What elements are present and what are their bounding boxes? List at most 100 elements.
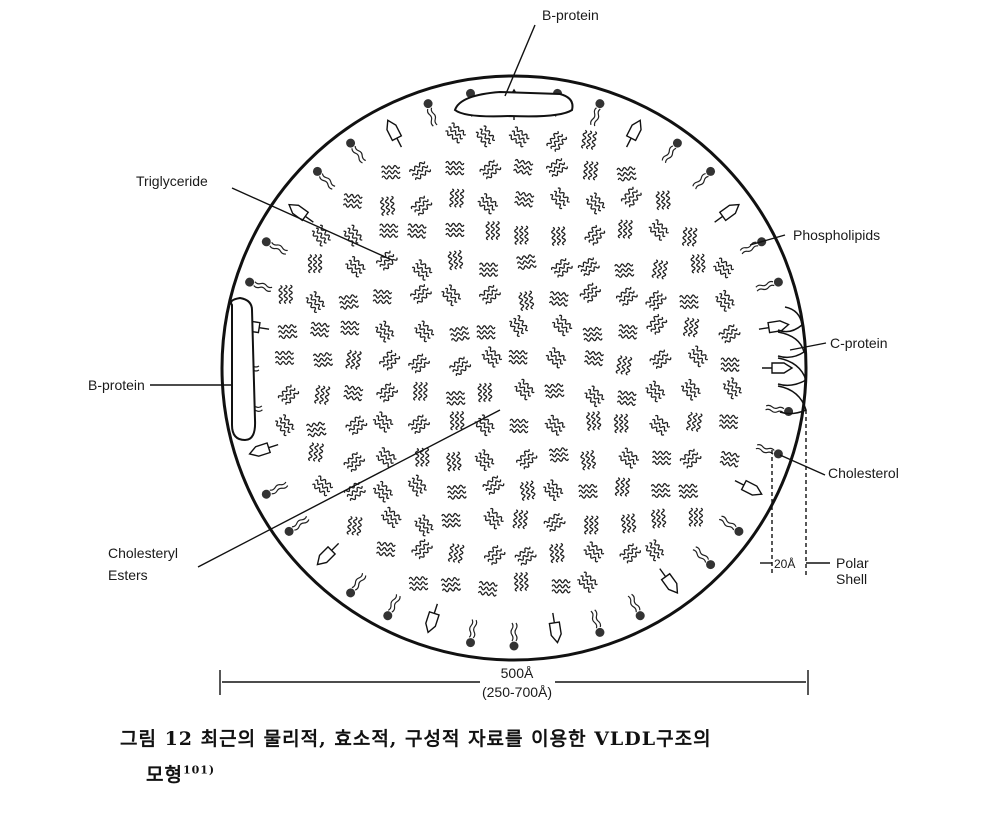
triglyceride-molecule — [546, 130, 568, 152]
fatty-acid-chain — [616, 400, 636, 406]
acyl-tail — [387, 594, 398, 611]
fatty-acid-chain — [415, 542, 430, 557]
fatty-acid-chain — [649, 349, 665, 362]
cholesterol-molecule — [762, 362, 794, 374]
fatty-acid-chain — [552, 321, 566, 337]
fatty-acid-chain — [376, 382, 392, 396]
phospholipid-molecule — [261, 481, 289, 499]
fatty-acid-chain — [692, 318, 700, 338]
fatty-acid-chain — [383, 320, 395, 337]
fatty-acid-chain — [678, 483, 698, 489]
triglyceride-molecule — [686, 411, 703, 433]
triglyceride-molecule — [372, 480, 393, 503]
fatty-acid-chain — [582, 160, 589, 180]
fatty-acid-chain — [583, 571, 598, 586]
fatty-acid-chain — [524, 225, 529, 245]
phospholipids-label: Phospholipids — [793, 227, 880, 243]
triglyceride-molecule — [306, 421, 327, 438]
fatty-acid-chain — [418, 202, 433, 216]
cholesterol-molecule — [288, 203, 314, 223]
fatty-acid-chain — [344, 384, 364, 392]
sterol-ring — [734, 479, 763, 496]
fatty-acid-chain — [587, 288, 601, 304]
fatty-acid-chain — [482, 449, 495, 465]
fatty-acid-chain — [652, 353, 669, 366]
fatty-acid-chain — [343, 198, 363, 204]
triglyceride-molecule — [619, 543, 642, 564]
fatty-acid-chain — [421, 320, 435, 336]
fatty-acid-chain — [379, 233, 399, 238]
triglyceride-molecule — [509, 315, 528, 337]
fatty-acid-chain — [447, 494, 467, 500]
fatty-acid-chain — [617, 219, 623, 239]
triglyceride-molecule — [309, 321, 330, 338]
fatty-acid-chain — [619, 543, 634, 557]
fatty-acid-chain — [661, 260, 669, 280]
triglyceride-molecule — [514, 546, 537, 566]
triglyceride-molecule — [552, 314, 573, 337]
triglyceride-molecule — [447, 543, 465, 564]
triglyceride-molecule — [314, 384, 331, 406]
fatty-acid-chain — [278, 334, 298, 340]
triglyceride-molecule — [519, 480, 536, 502]
polar-head — [595, 99, 605, 109]
polar-head — [706, 560, 716, 570]
triglyceride-molecule — [477, 580, 498, 597]
triglyceride-molecule — [414, 514, 434, 537]
fatty-acid-chain — [508, 354, 528, 360]
fatty-acid-chain — [381, 174, 401, 180]
fatty-acid-chain — [376, 546, 396, 552]
fatty-acid-chain — [718, 257, 735, 271]
fatty-acid-chain — [655, 191, 661, 211]
phospholipid-molecule — [692, 166, 716, 190]
fatty-acid-chain — [380, 480, 393, 496]
fatty-acid-chain — [616, 166, 636, 172]
fatty-acid-chain — [649, 422, 665, 436]
fatty-acid-chain — [514, 546, 531, 558]
fatty-acid-chain — [509, 418, 529, 424]
fatty-acid-chain — [594, 515, 599, 535]
cholesterol-molecule — [316, 542, 340, 566]
fatty-acid-chain — [457, 249, 464, 269]
triglyceride-molecule — [413, 381, 428, 402]
sterol-ring — [659, 568, 679, 594]
fatty-acid-chain — [384, 196, 391, 216]
fatty-acid-chain — [649, 542, 661, 559]
triglyceride-molecule — [305, 291, 325, 314]
triglyceride-molecule — [548, 290, 569, 307]
fatty-acid-chain — [686, 227, 693, 247]
fatty-acid-chain — [445, 227, 465, 233]
triglyceride-molecule — [411, 538, 433, 560]
acyl-tail — [627, 595, 637, 613]
fatty-acid-chain — [618, 413, 624, 434]
polar-shell-label-2: Shell — [836, 571, 867, 587]
fatty-acid-chain — [285, 391, 300, 406]
fatty-acid-chain — [376, 541, 396, 547]
fatty-acid-chain — [578, 493, 598, 499]
acyl-tail — [765, 404, 785, 410]
fatty-acid-chain — [590, 131, 598, 151]
shell-width-label: 20Å — [774, 556, 795, 571]
triglyceride-molecule — [550, 187, 570, 210]
fatty-acid-chain — [547, 418, 563, 432]
triglyceride-molecule — [579, 282, 601, 304]
triglyceride-molecule — [713, 257, 735, 279]
fatty-acid-chain — [580, 261, 597, 273]
fatty-acid-chain — [650, 316, 664, 332]
fatty-acid-chain — [517, 382, 532, 397]
fatty-acid-chain — [584, 355, 604, 362]
phospholipid-molecule — [466, 619, 478, 648]
fatty-acid-chain — [478, 580, 498, 587]
fatty-acid-chain — [509, 428, 529, 434]
triglyceride-molecule — [546, 158, 568, 177]
fatty-acid-chain — [625, 513, 632, 533]
caption-line2-text: 모형 — [146, 764, 183, 786]
fatty-acid-chain — [445, 160, 465, 166]
fatty-acid-chain — [557, 187, 570, 203]
fatty-acid-chain — [478, 452, 491, 468]
triglyceride-molecule — [513, 571, 529, 592]
phospholipid-molecule — [590, 609, 605, 637]
fatty-acid-chain — [351, 224, 363, 241]
polar-head — [672, 138, 682, 148]
acyl-tail — [590, 107, 597, 126]
